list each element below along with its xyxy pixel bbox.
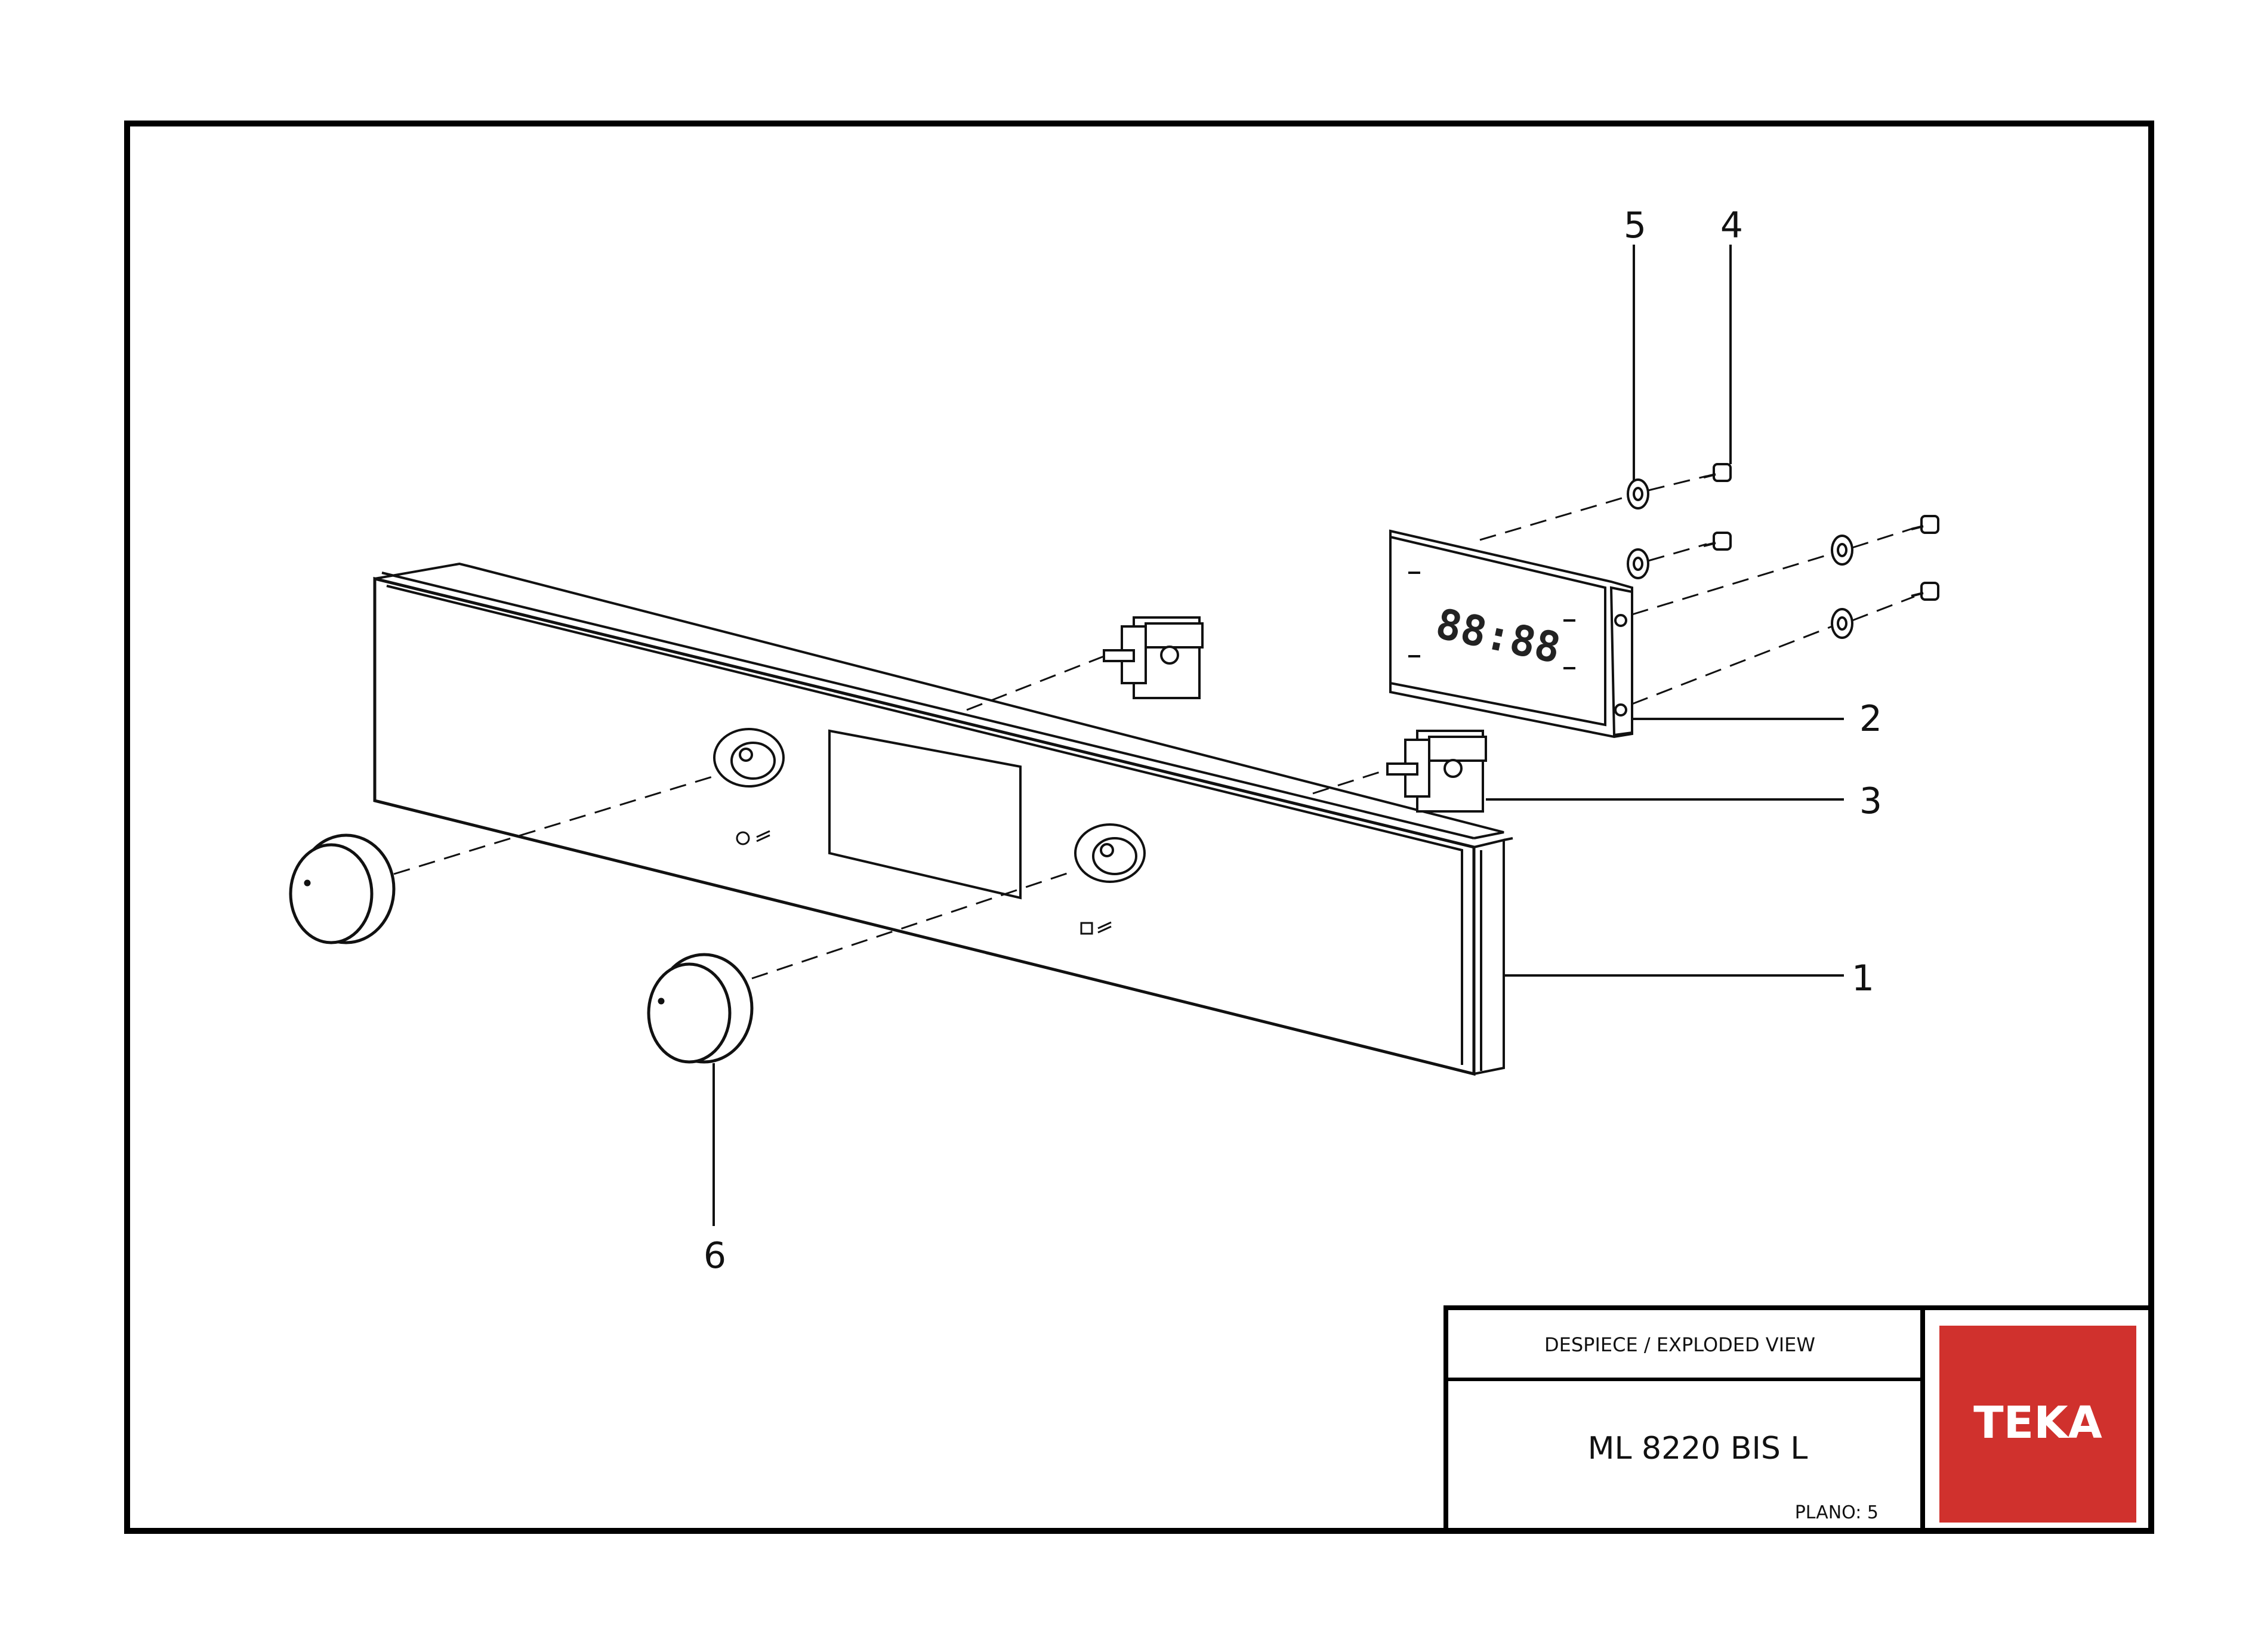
callout-labels: 5 4 2 3 1 6 xyxy=(704,205,1882,1277)
lower-switch xyxy=(1386,730,1487,813)
left-knob-socket xyxy=(713,728,785,788)
upper-switch xyxy=(1103,616,1204,699)
teka-logo: TEKA xyxy=(1973,1397,2102,1449)
washer-top-right xyxy=(1831,535,1853,566)
callout-2: 2 xyxy=(1859,698,1882,740)
display-window xyxy=(828,729,1022,900)
right-knob xyxy=(647,953,754,1064)
teka-logo-box xyxy=(1939,1326,2136,1523)
washer-mid-left xyxy=(1627,548,1649,579)
model-name: ML 8220 BIS L xyxy=(1588,1431,1808,1466)
washer-top xyxy=(1627,478,1649,510)
washer-bottom-right xyxy=(1831,608,1853,639)
title-block: DESPIECE / EXPLODED VIEW ML 8220 BIS L P… xyxy=(1443,1305,2154,1533)
leader-lines xyxy=(712,245,1844,1226)
left-socket-symbols xyxy=(736,830,770,845)
plan-number: PLANO: 5 xyxy=(1795,1502,1879,1523)
screw-top xyxy=(1703,463,1732,482)
control-panel xyxy=(373,562,1513,1076)
screw-mid-left xyxy=(1703,532,1732,551)
screw-bottom-right xyxy=(1911,582,1939,601)
callout-3: 3 xyxy=(1859,780,1882,822)
drawing-frame xyxy=(124,121,2154,1534)
washers xyxy=(1627,478,1853,639)
programmer-module xyxy=(1389,529,1633,739)
title-heading: DESPIECE / EXPLODED VIEW xyxy=(1544,1333,1815,1356)
assembly-lines xyxy=(393,475,1915,980)
right-socket-symbols xyxy=(1080,921,1112,935)
callout-5: 5 xyxy=(1624,205,1646,246)
callout-4: 4 xyxy=(1720,205,1743,246)
callout-6: 6 xyxy=(704,1235,726,1277)
callout-1: 1 xyxy=(1852,958,1874,999)
screw-top-right xyxy=(1911,515,1939,534)
left-knob xyxy=(289,833,396,944)
screws xyxy=(1703,463,1939,601)
right-knob-socket xyxy=(1074,823,1146,883)
